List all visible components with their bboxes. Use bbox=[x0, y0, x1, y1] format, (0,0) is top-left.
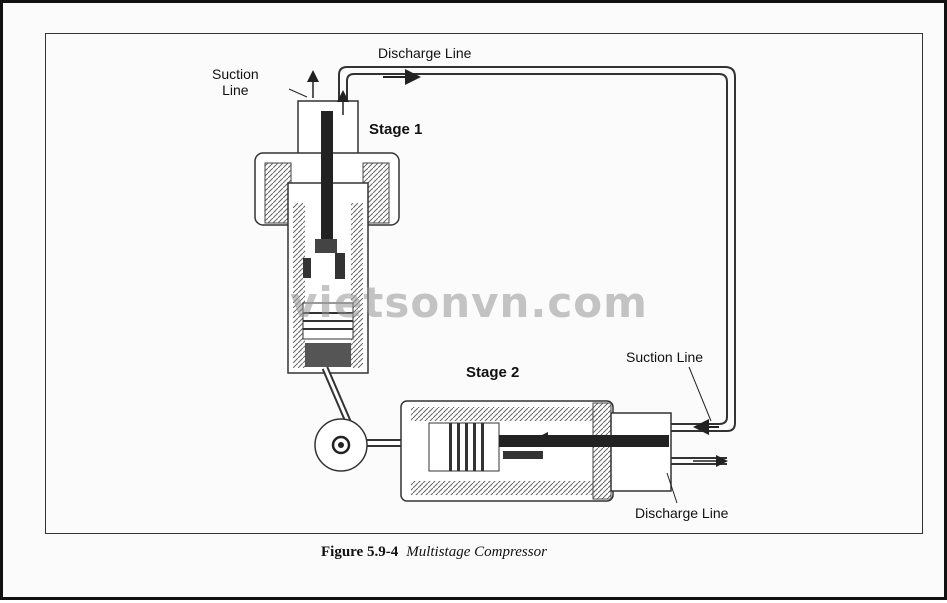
label-stage-2: Stage 2 bbox=[466, 364, 520, 381]
figure-number: Figure 5.9-4 bbox=[321, 544, 399, 560]
figure-caption: Figure 5.9-4 Multistage Compressor bbox=[321, 544, 547, 561]
label-suction-line-top: Suction Line bbox=[212, 66, 259, 98]
stage-2-cylinder bbox=[400, 400, 728, 502]
figure-title: Multistage Compressor bbox=[406, 544, 547, 560]
discharge-pipe-loop bbox=[338, 66, 736, 432]
stage-1-cylinder bbox=[254, 70, 400, 374]
label-leader-lines bbox=[288, 88, 712, 504]
multistage-compressor-diagram bbox=[254, 66, 736, 504]
label-discharge-line-bottom: Discharge Line bbox=[635, 505, 729, 521]
figure-frame bbox=[45, 33, 923, 534]
label-suction-line-right: Suction Line bbox=[626, 349, 704, 365]
watermark: vietsonvn.com bbox=[290, 278, 648, 327]
label-discharge-line-top: Discharge Line bbox=[378, 45, 472, 61]
label-stage-1: Stage 1 bbox=[369, 121, 423, 138]
